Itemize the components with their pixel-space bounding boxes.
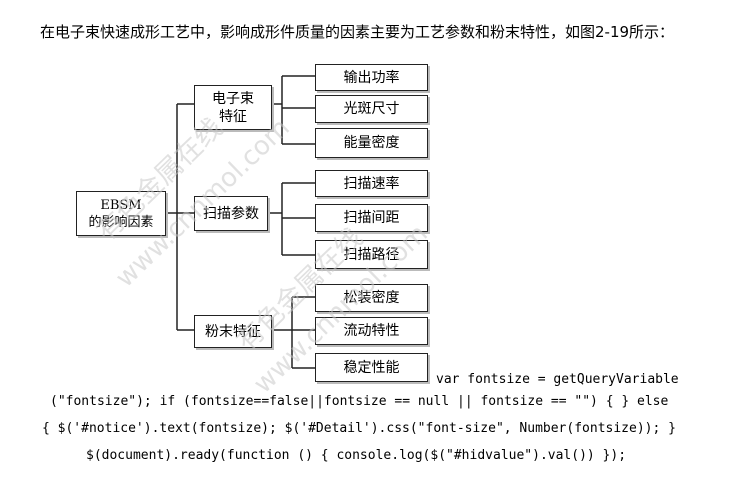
leaf-label: 稳定性能 (343, 359, 400, 376)
script-text-line-1: var fontsize = getQueryVariable (436, 372, 679, 387)
leaf-node-spot-size: 光斑尺寸 (315, 95, 428, 123)
root-node-line-2: 的影响因素 (88, 214, 154, 230)
group-node-label: 粉末特征 (205, 323, 261, 340)
root-node-ebsm-factors: EBSM 的影响因素 (76, 191, 166, 236)
leaf-node-energy-density: 能量密度 (315, 128, 428, 158)
leaf-label: 扫描速率 (343, 175, 400, 192)
group-node-label: 扫描参数 (203, 205, 259, 222)
group-node-line-2: 特征 (219, 108, 247, 125)
root-node-line-1: EBSM (100, 197, 142, 213)
script-text-line-4: $(document).ready(function () { console.… (86, 448, 627, 463)
leaf-node-scan-speed: 扫描速率 (315, 170, 428, 197)
leaf-node-output-power: 输出功率 (315, 64, 428, 91)
leaf-label: 光斑尺寸 (343, 101, 400, 117)
group-node-scan-parameters: 扫描参数 (194, 196, 268, 231)
leaf-node-scan-path: 扫描路径 (315, 240, 428, 269)
leaf-label: 扫描路径 (343, 246, 400, 263)
group-node-powder-characteristics: 粉末特征 (194, 315, 272, 348)
group-node-electron-beam: 电子束 特征 (194, 85, 272, 130)
leaf-label: 输出功率 (343, 69, 400, 86)
group-node-line-1: 电子束 (212, 90, 254, 107)
leaf-label: 松装密度 (343, 290, 400, 306)
intro-paragraph: 在电子束快速成形工艺中，影响成形件质量的因素主要为工艺参数和粉末特性，如图2-1… (40, 23, 675, 41)
leaf-node-stability: 稳定性能 (315, 353, 428, 382)
leaf-node-scan-spacing: 扫描间距 (315, 204, 428, 232)
leaf-node-bulk-density: 松装密度 (315, 284, 428, 312)
script-text-line-2: ("fontsize"); if (fontsize==false||fonts… (50, 394, 669, 409)
leaf-label: 流动特性 (343, 323, 400, 339)
leaf-node-flow-characteristics: 流动特性 (315, 317, 428, 345)
leaf-label: 扫描间距 (343, 210, 400, 226)
script-text-line-3: { $('#notice').text(fontsize); $('#Detai… (42, 421, 676, 436)
leaf-label: 能量密度 (343, 135, 400, 151)
